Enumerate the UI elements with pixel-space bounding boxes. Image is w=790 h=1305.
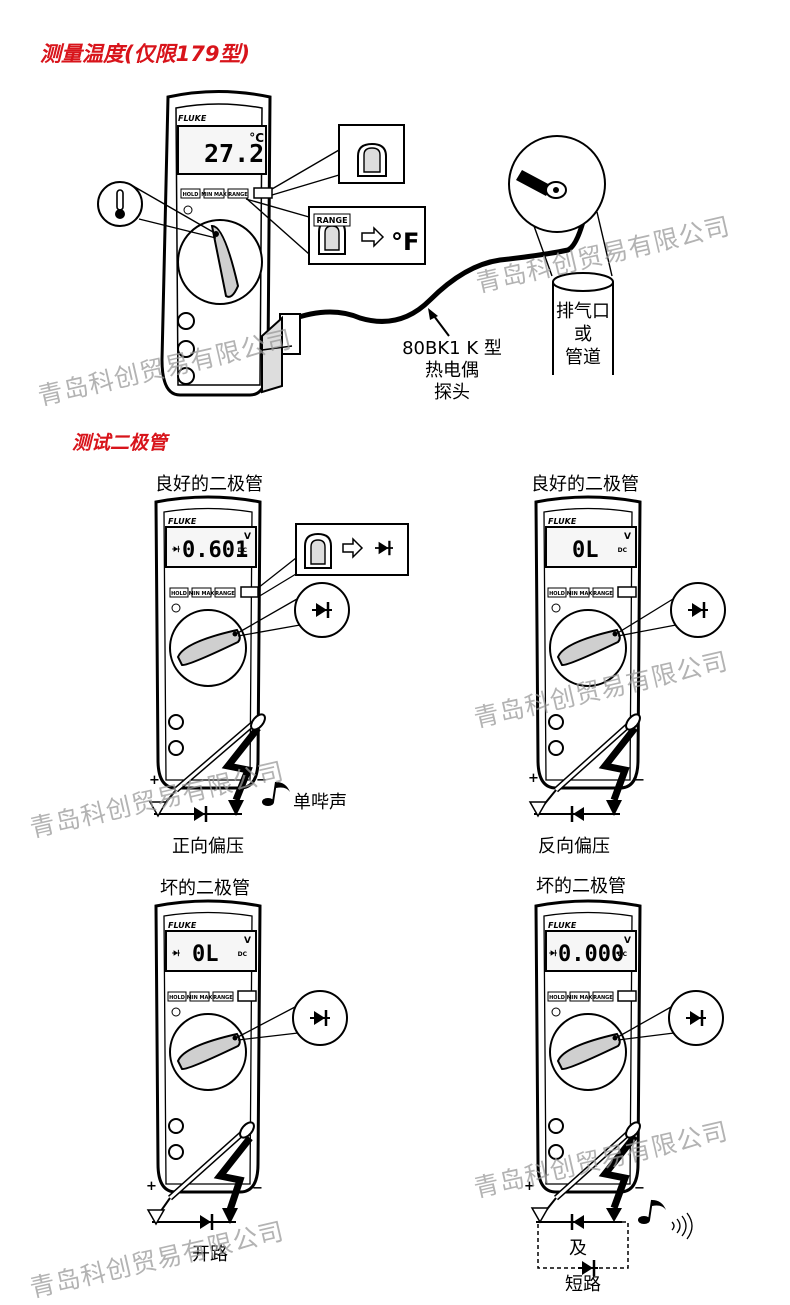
diode-reading-1: 0.601	[182, 538, 248, 563]
temperature-reading: 27.2	[204, 139, 264, 168]
svg-text:−: −	[634, 1181, 645, 1196]
range-button-callout: RANGE °F	[245, 198, 426, 265]
svg-text:MIN MAX[interactable]: MIN MAX	[187, 995, 213, 1001]
yellow-button-callout	[271, 124, 405, 196]
input-jack-1	[177, 312, 195, 330]
svg-text:FLUKE: FLUKE	[548, 517, 577, 526]
thermometer-icon	[115, 209, 125, 219]
single-beep-label: 单哔声	[293, 792, 347, 813]
panel-4-heading: 坏的二极管	[536, 876, 626, 897]
diode-reading-3: 0L	[192, 942, 219, 967]
pipe-callout	[508, 135, 614, 375]
svg-text:MIN MAX[interactable]: MIN MAX	[567, 591, 593, 597]
thermometer-callout	[97, 181, 217, 239]
diode-callout-2	[615, 582, 726, 638]
temperature-section-title: 测量温度(仅限179型)	[40, 42, 251, 66]
meter-brand: FLUKE	[178, 114, 207, 123]
panel-4-caption-2: 短路	[565, 1274, 601, 1295]
diode-callout-3	[235, 990, 348, 1046]
svg-text:HOLD[interactable]: HOLD	[549, 995, 565, 1001]
meter-diode-panel-1: FLUKE 0.601 V DC HOLD MIN MAX RANGE	[154, 495, 262, 790]
meter-diode-panel-2: FLUKE 0L V DC HOLD MIN MAX RANGE	[534, 495, 642, 790]
svg-text:V: V	[244, 532, 251, 542]
svg-text:DC: DC	[618, 951, 628, 958]
svg-text:−: −	[252, 1181, 263, 1196]
svg-text:V: V	[624, 532, 631, 542]
svg-text:RANGE[interactable]: RANGE	[215, 591, 235, 597]
svg-text:FLUKE: FLUKE	[168, 517, 197, 526]
svg-text:RANGE[interactable]: RANGE	[593, 995, 613, 1001]
svg-text:DC: DC	[238, 951, 248, 958]
range-button[interactable]: RANGE	[228, 192, 248, 198]
svg-text:RANGE[interactable]: RANGE	[213, 995, 233, 1001]
test-leads-panel-2: + −	[528, 713, 645, 824]
input-jack-2	[177, 340, 195, 358]
svg-text:RANGE[interactable]: RANGE	[593, 591, 613, 597]
svg-text:−: −	[256, 773, 267, 788]
svg-text:−: −	[634, 773, 645, 788]
fahrenheit-unit: °F	[391, 228, 419, 256]
hold-button[interactable]: HOLD	[183, 192, 199, 198]
svg-text:+: +	[146, 1179, 157, 1194]
svg-text:HOLD[interactable]: HOLD	[169, 995, 185, 1001]
svg-text:V: V	[624, 936, 631, 946]
svg-text:+: +	[524, 1179, 535, 1194]
arrow-right-icon	[361, 226, 385, 248]
diode-section-title: 测试二极管	[72, 432, 168, 454]
panel-3-caption: 开路	[192, 1244, 228, 1265]
beep-note-icon	[262, 781, 290, 806]
range-label: RANGE	[316, 216, 347, 225]
panel-3-heading: 坏的二极管	[160, 878, 250, 899]
test-leads-panel-1: + −	[148, 713, 290, 824]
panel-2-heading: 良好的二极管	[531, 474, 639, 495]
input-jack-3	[177, 367, 195, 385]
meter-diode-panel-4: FLUKE 0.000 V DC HOLD MIN MAX RANGE	[534, 899, 642, 1194]
diode-callout-4	[615, 990, 724, 1046]
yellow-button[interactable]	[253, 187, 273, 199]
continuous-beep-icon	[638, 1199, 693, 1240]
meter-temperature: FLUKE 27.2 °C HOLD MIN MAX RANGE	[160, 90, 273, 397]
svg-text:HOLD[interactable]: HOLD	[171, 591, 187, 597]
panel-4-caption: 及	[569, 1238, 587, 1259]
meter-diode-panel-3: FLUKE 0L V DC HOLD MIN MAX RANGE	[154, 899, 262, 1194]
temperature-unit: °C	[249, 131, 264, 145]
press-button-icon	[363, 147, 381, 173]
pipe-label: 排气口 或 管道	[556, 301, 610, 368]
svg-text:HOLD[interactable]: HOLD	[549, 591, 565, 597]
panel-2-caption: 反向偏压	[538, 836, 610, 857]
svg-text:MIN MAX[interactable]: MIN MAX	[567, 995, 593, 1001]
svg-text:+: +	[528, 771, 539, 786]
svg-text:MIN MAX[interactable]: MIN MAX	[189, 591, 215, 597]
probe-label: 80BK1 K 型 热电偶 探头	[402, 338, 502, 403]
svg-text:+: +	[149, 773, 160, 788]
svg-text:FLUKE: FLUKE	[548, 921, 577, 930]
backlight-icon	[183, 205, 193, 215]
diode-reading-4: 0.000	[558, 942, 624, 967]
diode-reading-2: 0L	[572, 538, 599, 563]
test-leads-panel-4: + −	[524, 1121, 693, 1278]
svg-text:V: V	[244, 936, 251, 946]
svg-text:DC: DC	[238, 547, 248, 554]
minmax-button[interactable]: MIN MAX	[201, 192, 227, 198]
diode-mode-callout	[257, 523, 409, 598]
thermocouple-probe	[261, 209, 589, 394]
panel-1-heading: 良好的二极管	[155, 474, 263, 495]
test-leads-panel-3: + −	[146, 1121, 263, 1232]
diode-callout-1	[235, 582, 350, 638]
lcd-display	[177, 125, 267, 175]
svg-text:DC: DC	[618, 547, 628, 554]
panel-1-caption: 正向偏压	[172, 836, 244, 857]
svg-text:FLUKE: FLUKE	[168, 921, 197, 930]
